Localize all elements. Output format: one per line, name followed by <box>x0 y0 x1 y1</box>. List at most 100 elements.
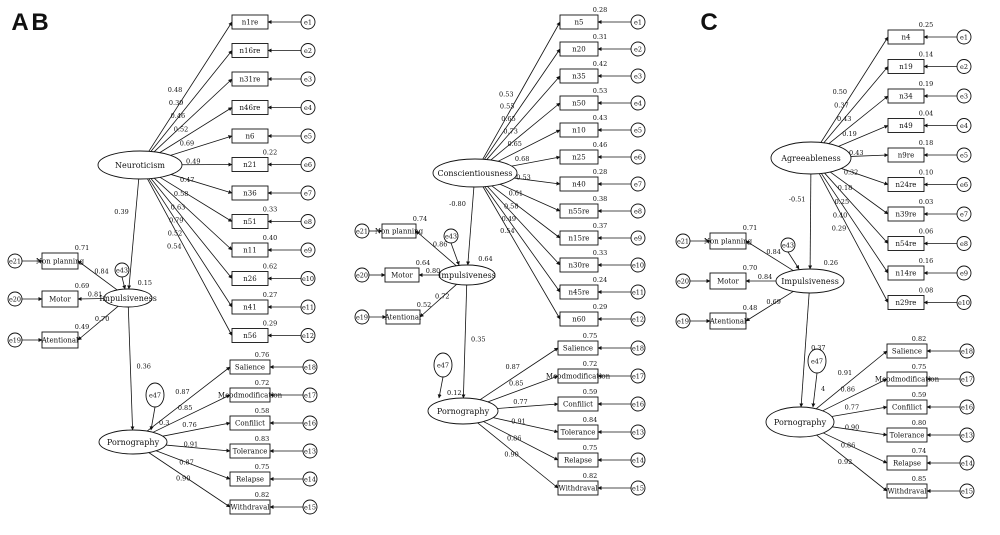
loading-value: 0.43 <box>837 115 851 123</box>
disturbance-arrow <box>121 276 127 290</box>
loading-arrow <box>146 366 231 432</box>
error-circle <box>300 43 316 58</box>
error-label: e2 <box>960 63 968 71</box>
error-label: e16 <box>304 420 316 428</box>
error-label: e17 <box>961 376 973 384</box>
r-squared-value: 0.31 <box>593 33 607 41</box>
r-squared-value: 0.64 <box>416 259 430 267</box>
indicator-label: n21 <box>243 161 256 169</box>
error-label: e10 <box>632 262 644 270</box>
error-circle <box>675 273 691 289</box>
panel-b: B0.53n50.28e10.55n200.31e20.65n350.42e30… <box>31 6 646 496</box>
trait-label: Conscientiousness <box>437 169 512 178</box>
loading-value: 0.90 <box>176 475 190 483</box>
loading-arrow <box>150 178 233 279</box>
error-label: e13 <box>961 432 973 440</box>
error-circle <box>7 253 23 269</box>
loading-arrow <box>77 296 105 301</box>
r-squared-value: 0.53 <box>593 87 607 95</box>
trait-latent <box>97 150 183 180</box>
indicator-label: n20 <box>572 46 585 54</box>
loading-arrow <box>841 168 889 186</box>
pornography-latent <box>427 397 499 425</box>
error-circle <box>630 95 646 111</box>
panel-letter: A <box>11 9 28 36</box>
indicator-label: n6 <box>246 133 256 141</box>
loading-value: 0.86 <box>841 441 855 449</box>
loading-arrow <box>818 173 889 303</box>
loading-arrow <box>838 125 889 147</box>
pornography-latent <box>765 406 835 438</box>
r-squared-value: 0.27 <box>263 291 277 299</box>
loading-value: 0.39 <box>169 99 183 107</box>
loading-arrow <box>482 21 561 160</box>
indicator-label: n4 <box>902 34 912 42</box>
loading-arrow <box>148 178 233 308</box>
error-circle <box>300 299 316 315</box>
error-circle <box>302 443 318 459</box>
outcome-label: Pornography <box>107 438 160 447</box>
error-circle <box>630 68 646 84</box>
error-label: e9 <box>960 270 968 278</box>
error-label: e17 <box>632 373 644 381</box>
impulsiveness-to-pornography-path <box>799 292 810 408</box>
loading-value: 0.53 <box>499 90 513 98</box>
error-label: e18 <box>961 348 973 356</box>
r-squared-value: 0.76 <box>255 351 269 359</box>
impulsiveness-latent <box>775 268 845 294</box>
loading-value: 0.84 <box>766 248 780 256</box>
loading-value: 0.52 <box>174 125 188 133</box>
loading-value: 0.87 <box>175 388 189 396</box>
loading-value: 0.55 <box>500 103 514 111</box>
error-circle <box>630 368 646 384</box>
loading-arrow <box>745 291 794 322</box>
r-squared-value: 0.10 <box>919 169 933 177</box>
path-coefficient: -0.51 <box>789 195 806 203</box>
error-label: e6 <box>304 161 312 169</box>
indicator-label: n36 <box>243 190 257 198</box>
loading-value: 0.18 <box>838 184 852 192</box>
error-circle <box>630 396 646 412</box>
indicator-label: Withdraval <box>231 504 271 512</box>
loading-value: 0.40 <box>833 211 847 219</box>
loading-value: 0.91 <box>511 418 525 426</box>
mediator-label: Impulsiveness <box>781 277 839 286</box>
loading-value: 0.29 <box>832 225 846 233</box>
error-label: e11 <box>632 289 644 297</box>
disturbance-circle <box>114 262 130 278</box>
error-label: e16 <box>961 404 973 412</box>
error-label: e4 <box>960 122 968 130</box>
loading-value: 0.85 <box>178 404 192 412</box>
r-squared-value: 0.75 <box>255 463 269 471</box>
error-circle <box>354 267 370 283</box>
r-squared-value: 0.84 <box>583 416 597 424</box>
indicator-label: n16re <box>240 47 261 55</box>
indicator-label: Non planning <box>36 258 85 266</box>
error-circle <box>630 424 646 440</box>
r-squared-value: 0.33 <box>263 206 277 214</box>
error-circle <box>630 41 646 57</box>
r-squared-value: 0.29 <box>263 320 277 328</box>
error-circle <box>630 311 646 327</box>
loading-arrow <box>479 347 559 400</box>
indicator-label: n55re <box>569 208 590 216</box>
loading-value: 0.76 <box>182 421 196 429</box>
indicator-label: Tolerance <box>233 448 268 456</box>
loading-value: 0.69 <box>766 298 780 306</box>
r-squared-value: 0.40 <box>263 234 277 242</box>
error-circle <box>300 271 316 286</box>
indicator-label: n56 <box>243 332 257 340</box>
error-circle <box>956 29 972 45</box>
disturbance-label: e43 <box>782 242 794 250</box>
indicator-label: n11 <box>243 247 256 255</box>
error-circle <box>354 309 370 325</box>
loading-arrow <box>821 173 889 274</box>
loading-arrow <box>415 230 457 267</box>
error-label: e10 <box>302 275 314 283</box>
indicator-label: Atentional <box>41 337 79 345</box>
error-circle <box>956 118 972 133</box>
loading-arrow <box>497 129 561 162</box>
indicator-label: n24re <box>896 181 917 189</box>
loading-arrow <box>491 185 561 239</box>
loading-arrow <box>170 135 233 156</box>
